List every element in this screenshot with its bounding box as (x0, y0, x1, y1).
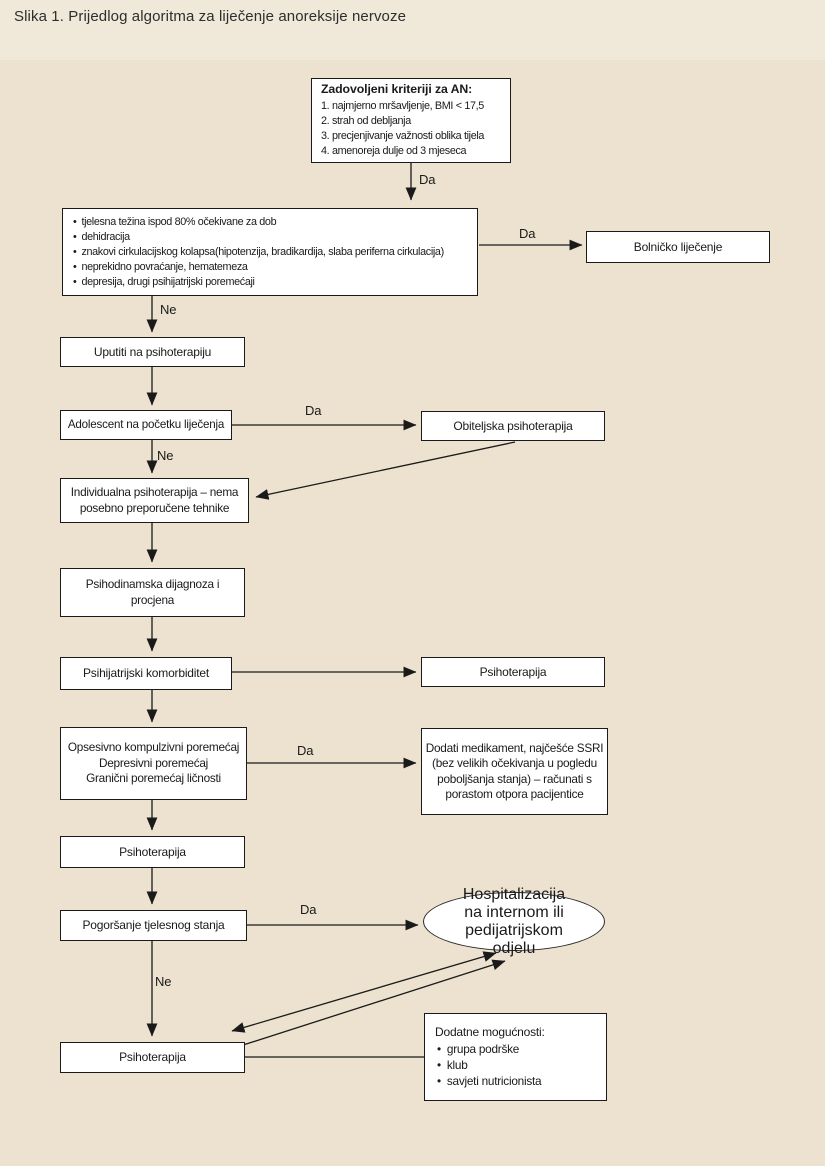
dodatne-item: klub (435, 1057, 468, 1073)
dodatne-item: grupa podrške (435, 1041, 519, 1057)
node-line: porastom otpora pacijentice (445, 787, 584, 801)
dodatne-item: savjeti nutricionista (435, 1073, 542, 1089)
node-line: Individualna psihoterapija – nema (70, 485, 239, 499)
criteria-item: 2. strah od debljanja (321, 115, 411, 128)
edge-label-da-pogorsanje: Da (300, 902, 317, 917)
node-psihodinamska-dijagnoza: Psihodinamska dijagnoza i procjena (60, 568, 245, 617)
criteria-item: 4. amenoreja dulje od 3 mjeseca (321, 145, 467, 158)
indication-item: tjelesna težina ispod 80% očekivane za d… (71, 215, 276, 230)
node-hospital-indications: tjelesna težina ispod 80% očekivane za d… (62, 208, 478, 296)
node-pogorsanje-stanja: Pogoršanje tjelesnog stanja (60, 910, 247, 941)
node-label: Adolescent na početku liječenja (67, 417, 225, 431)
node-psihijatrijski-komorbiditet: Psihijatrijski komorbiditet (60, 657, 232, 690)
indication-item: dehidracija (71, 230, 130, 245)
node-line: Psihodinamska dijagnoza i (85, 577, 220, 591)
node-line: Dodati medikament, najčešće SSRI (425, 740, 604, 755)
node-line: procjena (130, 592, 175, 607)
node-poremecaji: Opsesivno kompulzivni poremećaj Depresiv… (60, 727, 247, 800)
node-criteria: Zadovoljeni kriteriji za AN: 1. najmjern… (311, 78, 511, 163)
edge-label-da-poremecaji: Da (297, 743, 314, 758)
node-label: Obiteljska psihoterapija (453, 418, 573, 433)
edge-label-da-criteria: Da (419, 172, 436, 187)
node-label: Pogoršanje tjelesnog stanja (82, 918, 225, 932)
node-label: Psihoterapija (119, 1050, 186, 1064)
edge-label-da-adolescent: Da (305, 403, 322, 418)
node-line: Opsesivno kompulzivni poremećaj (67, 740, 240, 755)
node-line: na internom ili pedijatrijskom (464, 903, 564, 939)
node-label: Psihoterapija (479, 664, 547, 679)
node-dodatne-mogucnosti: Dodatne mogućnosti: grupa podrške klub s… (424, 1013, 607, 1101)
node-line: Hospitalizacija (462, 885, 566, 903)
node-line: odjelu (492, 939, 536, 957)
node-label: Psihoterapija (119, 844, 186, 859)
node-label: Bolničko liječenje (633, 239, 723, 254)
indication-item: znakovi cirkulacijskog kolapsa(hipotenzi… (71, 245, 444, 260)
edge-label-da-bolnicko: Da (519, 226, 536, 241)
node-uputiti-psihoterapija: Uputiti na psihoterapiju (60, 337, 245, 367)
node-psihoterapija-3: Psihoterapija (60, 1042, 245, 1073)
node-individualna-psihoterapija: Individualna psihoterapija – nema posebn… (60, 478, 249, 523)
node-line: posebno preporučene tehnike (79, 500, 230, 515)
node-adolescent: Adolescent na početku liječenja (60, 410, 232, 440)
indication-item: depresija, drugi psihijatrijski poremeća… (71, 275, 254, 290)
node-label: Uputiti na psihoterapiju (93, 344, 212, 359)
criteria-item: 3. precjenjivanje važnosti oblika tijela (321, 130, 485, 143)
edge-label-ne-adolescent: Ne (157, 448, 174, 463)
node-psihoterapija-2: Psihoterapija (60, 836, 245, 868)
node-criteria-heading: Zadovoljeni kriteriji za AN: (321, 81, 473, 96)
edge-label-ne-indications: Ne (160, 302, 177, 317)
node-bolnicko-lijecenje: Bolničko liječenje (586, 231, 770, 263)
node-line: poboljšanja stanja) – računati s (437, 771, 592, 786)
node-dodati-medikament: Dodati medikament, najčešće SSRI (bez ve… (421, 728, 608, 815)
node-label: Psihijatrijski komorbiditet (83, 666, 209, 680)
criteria-item: 1. najmjerno mršavljenje, BMI < 17,5 (321, 100, 484, 113)
node-hospitalizacija: Hospitalizacija na internom ili pedijatr… (423, 886, 605, 957)
node-obiteljska-psihoterapija: Obiteljska psihoterapija (421, 411, 605, 441)
node-psihoterapija-1: Psihoterapija (421, 657, 605, 687)
node-line: (bez velikih očekivanja u pogledu (432, 756, 597, 770)
node-line: Granični poremećaj ličnosti (86, 771, 221, 786)
edge-label-ne-pogorsanje: Ne (155, 974, 172, 989)
indication-item: neprekidno povraćanje, hematemeza (71, 260, 247, 275)
node-dodatne-heading: Dodatne mogućnosti: (435, 1025, 545, 1039)
node-line: Depresivni poremećaj (98, 755, 209, 770)
figure-caption: Slika 1. Prijedlog algoritma za liječenj… (14, 8, 407, 25)
